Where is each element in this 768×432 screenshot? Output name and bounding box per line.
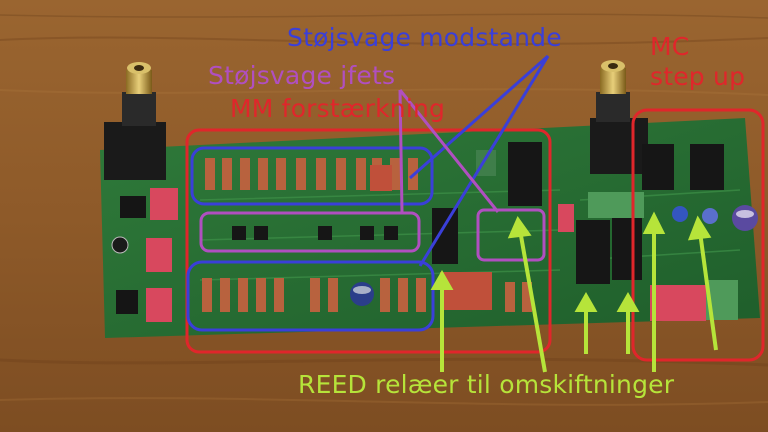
green-arrows — [430, 211, 718, 373]
relays-annotation-label: REED relæer til omskiftninger — [298, 370, 675, 399]
relay-components — [476, 150, 738, 321]
ic-chips — [432, 142, 724, 284]
jfets-annotation-label: Støjsvage jfets — [208, 61, 396, 90]
resistors-annotation-label: Støjsvage modstande — [287, 23, 562, 52]
annotation-boxes — [185, 108, 765, 362]
resistor-row-bottom — [202, 272, 532, 312]
rca-jack-left — [104, 62, 166, 180]
electrolytic-capacitor — [350, 282, 374, 306]
mc-capacitors — [672, 205, 758, 231]
rca-jack-right — [590, 60, 648, 174]
left-edge-components — [111, 188, 178, 322]
purple-leader-lines — [398, 89, 500, 213]
blue-leader-lines — [409, 54, 550, 267]
mc-annotation-label: MC — [650, 32, 690, 61]
step-up-annotation-label: step up — [650, 62, 746, 91]
resistor-row-top — [205, 158, 418, 191]
jfet-row — [232, 226, 398, 240]
mm-annotation-label: MM forstærkning — [230, 94, 446, 123]
